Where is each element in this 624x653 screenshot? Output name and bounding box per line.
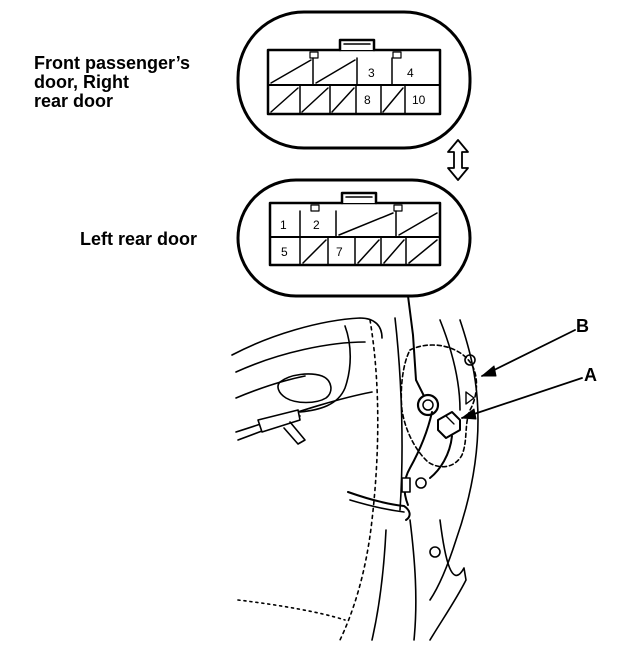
pin-bottom-2: 2 bbox=[313, 218, 320, 232]
connector-top-lock-tab bbox=[338, 38, 376, 52]
pin-bottom-5: 5 bbox=[281, 245, 288, 259]
connector-bottom: 1 2 5 7 bbox=[236, 178, 472, 298]
pin-bottom-7: 7 bbox=[336, 245, 343, 259]
connector-top: 3 4 8 10 bbox=[236, 10, 472, 150]
leader-connector-to-grommet bbox=[407, 295, 426, 399]
label-left-rear-door: Left rear door bbox=[80, 229, 198, 249]
label-front-passenger-line3: rear door bbox=[34, 91, 114, 111]
pin-bottom-1: 1 bbox=[280, 218, 287, 232]
door-pillar-drawing bbox=[231, 317, 479, 641]
label-front-passenger: Front passenger’s door, Right rear door bbox=[34, 54, 190, 111]
callout-a-letter: A bbox=[584, 365, 597, 385]
callout-b-letter: B bbox=[576, 316, 589, 336]
pin-top-8: 8 bbox=[364, 93, 371, 107]
label-front-passenger-line2: door, Right bbox=[34, 72, 129, 92]
grommet-icon bbox=[416, 393, 440, 417]
label-front-passenger-line1: Front passenger’s bbox=[34, 53, 191, 73]
pin-top-10: 10 bbox=[412, 93, 426, 107]
pin-top-4: 4 bbox=[407, 66, 414, 80]
callout-a: A bbox=[461, 365, 597, 420]
callout-b: B bbox=[481, 316, 589, 377]
swap-arrow-icon bbox=[447, 139, 469, 181]
pin-top-3: 3 bbox=[368, 66, 375, 80]
